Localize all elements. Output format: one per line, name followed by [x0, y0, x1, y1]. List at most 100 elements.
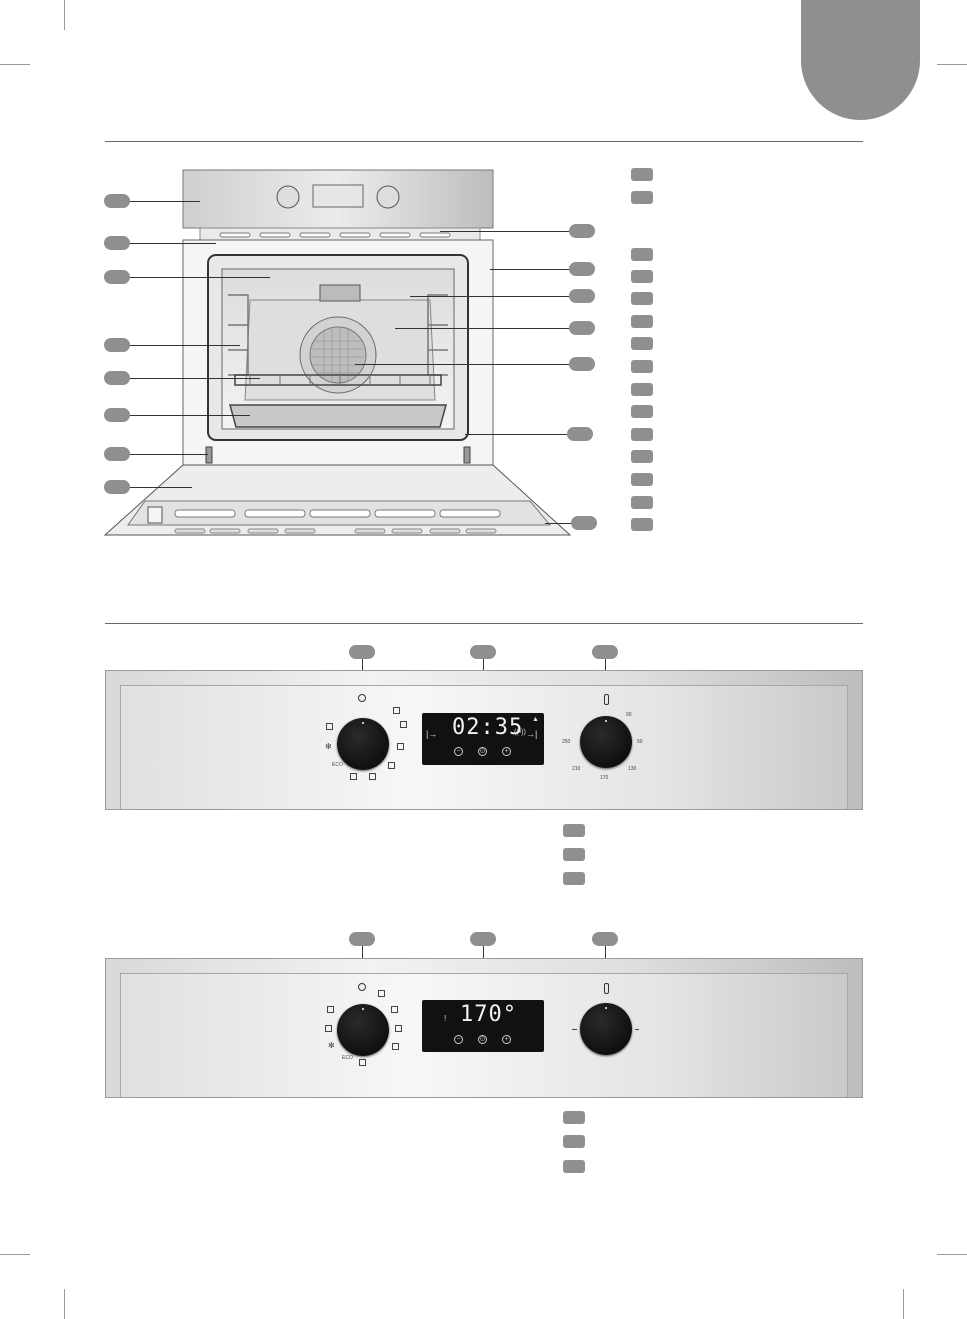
clock-touch-key[interactable]: ⊙	[478, 747, 487, 756]
display-2: ǃ 170° − ⊙ +	[422, 1000, 544, 1052]
callout-leader	[130, 454, 208, 455]
conventional-icon	[369, 773, 376, 780]
legend-marker	[631, 248, 653, 261]
callout-marker	[104, 408, 130, 422]
callout-marker	[104, 447, 130, 461]
callout-leader	[130, 487, 192, 488]
legend-marker	[631, 473, 653, 486]
fan-icon: ✻	[325, 742, 332, 751]
callout-marker	[104, 236, 130, 250]
crop-mark	[0, 1254, 30, 1255]
callout-marker	[592, 645, 618, 659]
legend-marker	[563, 848, 585, 861]
top-heat-icon	[400, 721, 407, 728]
temperature-knob[interactable]	[580, 1003, 632, 1055]
legend-marker	[631, 518, 653, 531]
defrost-icon	[326, 723, 333, 730]
crop-mark	[937, 64, 967, 65]
legend-marker	[563, 824, 585, 837]
callout-marker	[569, 357, 595, 371]
legend-marker	[631, 168, 653, 181]
minus-touch-key[interactable]: −	[454, 1035, 463, 1044]
callout-leader	[410, 296, 569, 297]
power-icon	[358, 694, 366, 702]
power-icon	[358, 983, 366, 991]
minus-touch-key[interactable]: −	[454, 747, 463, 756]
callout-marker	[104, 270, 130, 284]
temperature-readout: 170°	[460, 1002, 517, 1027]
display-1: 02:35 |→ →| ((•)) ▲ − ⊙ +	[422, 713, 544, 765]
legend-marker	[631, 337, 653, 350]
legend-marker	[631, 428, 653, 441]
temp-tick-label: 210	[572, 766, 581, 772]
pizza-icon	[350, 773, 357, 780]
legend-marker	[563, 1135, 585, 1148]
thermometer-indicator-icon: ǃ	[444, 1014, 447, 1023]
legend-marker	[631, 405, 653, 418]
section-rule	[105, 141, 863, 142]
legend-marker	[563, 1111, 585, 1124]
callout-marker	[104, 480, 130, 494]
temp-tick-label: 170	[600, 775, 609, 781]
callout-marker	[567, 427, 593, 441]
crop-mark	[0, 64, 30, 65]
crop-mark	[64, 0, 65, 30]
corner-language-tab	[801, 0, 920, 120]
bottom-heat-icon	[392, 1043, 399, 1050]
section-rule	[105, 623, 863, 624]
eco-label: ECO	[342, 1055, 353, 1061]
control-panel-1: ✻ ECO 02:35 |→ →| ((•)) ▲ − ⊙ + 90 50 13…	[105, 670, 863, 810]
callout-leader	[545, 523, 571, 524]
plus-touch-key[interactable]: +	[502, 1035, 511, 1044]
legend-marker	[631, 292, 653, 305]
callout-marker	[569, 289, 595, 303]
function-selector-knob[interactable]	[337, 718, 389, 770]
top-heat-icon	[391, 1006, 398, 1013]
temperature-knob[interactable]	[580, 716, 632, 768]
temp-tick-label: 130	[628, 766, 637, 772]
callout-marker	[470, 645, 496, 659]
callout-leader	[355, 364, 569, 365]
callout-leader	[395, 328, 569, 329]
callout-marker	[104, 371, 130, 385]
legend-marker	[631, 360, 653, 373]
bottom-heat-icon	[388, 762, 395, 769]
temp-tick-label: 250	[562, 739, 571, 745]
legend-marker	[631, 450, 653, 463]
min-mark	[572, 1029, 577, 1030]
lock-icon: ▲	[532, 716, 539, 723]
time-readout: 02:35	[452, 715, 524, 740]
function-selector-knob[interactable]	[337, 1004, 389, 1056]
grill-icon	[393, 707, 400, 714]
oven-illustration	[103, 169, 572, 536]
callout-leader	[130, 243, 216, 244]
defrost-icon	[327, 1006, 334, 1013]
legend-marker	[563, 1160, 585, 1173]
fan-heat-icon	[395, 1025, 402, 1032]
callout-marker	[470, 932, 496, 946]
legend-marker	[631, 315, 653, 328]
fan-heat-icon	[397, 743, 404, 750]
legend-marker	[631, 191, 653, 204]
thermometer-icon	[604, 694, 609, 705]
fan-icon: ✻	[328, 1041, 335, 1050]
callout-marker	[571, 516, 597, 530]
legend-marker	[631, 383, 653, 396]
thermometer-icon	[604, 983, 609, 994]
callout-leader	[130, 201, 200, 202]
crop-mark	[937, 1254, 967, 1255]
callout-marker	[569, 224, 595, 238]
clock-touch-key[interactable]: ⊙	[478, 1035, 487, 1044]
callout-marker	[569, 321, 595, 335]
end-time-icon: →|	[526, 729, 538, 739]
crop-mark	[903, 1289, 904, 1319]
alarm-icon: ((•))	[514, 729, 526, 736]
legend-marker	[631, 496, 653, 509]
temp-tick-label: 90	[626, 712, 632, 718]
grill-icon	[378, 990, 385, 997]
callout-marker	[104, 194, 130, 208]
plus-touch-key[interactable]: +	[502, 747, 511, 756]
callout-marker	[349, 932, 375, 946]
legend-marker	[631, 270, 653, 283]
legend-marker	[563, 872, 585, 885]
